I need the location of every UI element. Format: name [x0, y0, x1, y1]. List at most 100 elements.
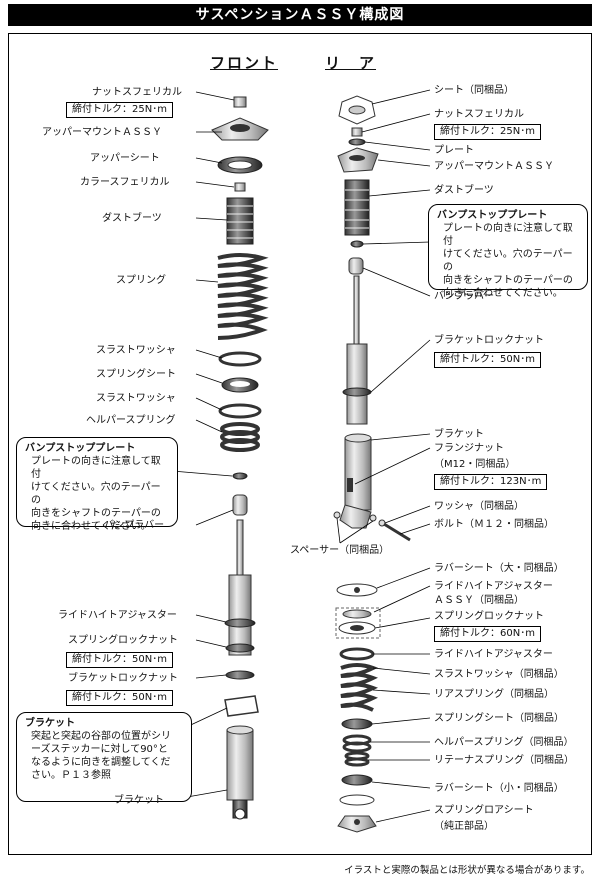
front-label-nut: ナットスフェリカル [92, 87, 182, 98]
rear-bracket-lock-torque-box: 締付トルク：50N･m [434, 352, 541, 368]
front-label-upper-mount: アッパーマウントＡＳＳＹ [42, 127, 162, 138]
front-label-dust-boots: ダストブーツ [102, 213, 162, 224]
rear-damper [342, 275, 372, 425]
rear-label-sheet: シート（同梱品） [434, 85, 514, 96]
rear-rubber-sheet-large [336, 583, 378, 597]
front-bracket-clip [224, 695, 259, 717]
front-collar [234, 182, 246, 192]
front-nut-spherical [233, 96, 247, 108]
rear-ride-height-dashed-box [335, 607, 381, 639]
front-label-spring: スプリング [116, 275, 166, 286]
front-bump-plate-note-line: プレートの向きに注意して取付 [31, 456, 161, 480]
rear-label-ride-height: ライドハイトアジャスター [434, 581, 553, 592]
front-upper-mount [211, 117, 269, 141]
rear-bump-plate-note-line: けてください。穴のテーパーの [443, 249, 573, 273]
rear-bolt-assembly [333, 511, 411, 542]
front-bump-plate-note: バンプストッププレート プレートの向きに注意して取付 けてください。穴のテーパー… [16, 437, 178, 532]
rear-label-dust-boots: ダストブーツ [434, 185, 494, 196]
front-damper [224, 519, 256, 680]
rear-label-upper-mount: アッパーマウントＡＳＳＹ [434, 161, 554, 172]
front-spring-sheet [221, 377, 259, 393]
front-label-thrust-washer-2: スラストワッシャ [96, 393, 176, 404]
rear-label-washer: ワッシャ（同梱品） [434, 501, 524, 512]
rear-bump-rubber [348, 257, 364, 275]
front-bracket-note: ブラケット 突起と突起の谷部の位置がシリ ーズステッカーに対して90°と なるよ… [16, 712, 192, 802]
rear-rubber-sheet-ring [339, 794, 375, 806]
front-label-thrust-washer-1: スラストワッシャ [96, 345, 176, 356]
front-bracket-note-title: ブラケット [25, 718, 75, 729]
diagram-frame [8, 33, 592, 855]
rear-rubber-sheet-small [341, 774, 373, 786]
front-label-upper-sheet: アッパーシート [90, 153, 160, 164]
rear-label-bump-rubber: バンプラバー [434, 291, 495, 302]
rear-label-helper-spring: ヘルパースプリング（同梱品） [434, 737, 574, 748]
page-title: サスペンションＡＳＳＹ構成図 [8, 4, 592, 26]
front-label-ride-height: ライドハイトアジャスター [58, 610, 177, 621]
front-bracket-note-line: ーズステッカーに対して90°と [31, 744, 168, 755]
front-label-helper-spring: ヘルパースプリング [86, 415, 176, 426]
rear-label-spring-lock-nut: スプリングロックナット [434, 611, 544, 622]
front-thrust-washer-1 [218, 351, 262, 367]
rear-upper-mount [337, 147, 379, 173]
front-bracket-note-line: 突起と突起の谷部の位置がシリ [31, 731, 171, 742]
disclaimer-text: イラストと実際の製品とは形状が異なる場合があります。 [344, 865, 590, 876]
rear-dust-boots [344, 179, 370, 236]
front-bracket-note-line: なるように向きを調整してくだ [31, 757, 171, 768]
front-label-spring-lock-nut: スプリングロックナット [68, 635, 178, 646]
rear-label-spacer: スペーサー（同梱品） [290, 545, 390, 556]
rear-bracket [339, 433, 372, 529]
front-label-collar: カラースフェリカル [80, 177, 170, 188]
rear-spring-sheet [341, 718, 373, 730]
rear-label-spring-lower-sheet: スプリングロアシート [434, 805, 534, 816]
rear-label-bracket-lock-nut: ブラケットロックナット [434, 335, 544, 346]
front-bracket-note-line: さい。Ｐ１３参照 [31, 770, 111, 781]
rear-bump-plate-note-line: プレートの向きに注意して取付 [443, 223, 573, 247]
rear-label-rear-spring: リアスプリング（同梱品） [434, 689, 554, 700]
rear-bump-plate [350, 240, 364, 248]
front-bracket-lock-torque-box: 締付トルク：50N･m [66, 690, 173, 706]
front-label-bracket-lock-nut: ブラケットロックナット [68, 673, 178, 684]
rear-label-thrust-washer: スラストワッシャ（同梱品） [434, 669, 564, 680]
front-label-bump-rubber: バンプラバー [104, 520, 165, 531]
rear-label-retainer-spring: リテーナスプリング（同梱品） [434, 755, 574, 766]
rear-label-spring-lower-sheet-sub: （純正部品） [434, 821, 494, 832]
front-bump-plate-note-title: バンプストッププレート [25, 443, 136, 454]
front-thrust-washer-2 [218, 403, 262, 419]
rear-label-rubber-sheet-small: ラバーシート（小・同梱品） [434, 783, 564, 794]
front-label-spring-sheet: スプリングシート [96, 369, 176, 380]
front-dust-boots [226, 197, 254, 245]
rear-label-nut: ナットスフェリカル [434, 109, 524, 120]
rear-label-ride-height-2: ライドハイトアジャスター [434, 649, 553, 660]
rear-spring [340, 663, 378, 712]
front-label-bracket: ブラケット [114, 795, 164, 806]
rear-leader-lines [336, 89, 431, 544]
rear-nut-torque-box: 締付トルク：25N･m [434, 124, 541, 140]
rear-bump-plate-note: バンプストッププレート プレートの向きに注意して取付 けてください。穴のテーパー… [428, 204, 588, 299]
front-bump-rubber [232, 494, 248, 516]
front-bump-plate-note-line: 向きに合わせてください。 [31, 521, 151, 532]
front-spring-lock-torque-box: 締付トルク：50N･m [66, 652, 173, 668]
rear-spring-lower-sheet [337, 815, 377, 833]
front-heading: フロント [210, 54, 279, 72]
front-bump-plate-note-line: けてください。穴のテーパーの [31, 482, 161, 506]
rear-bump-plate-note-title: バンプストッププレート [437, 210, 548, 221]
rear-label-rubber-sheet-large: ラバーシート（大・同梱品） [434, 563, 564, 574]
rear-label-flange-nut: フランジナット [434, 443, 504, 454]
rear-sheet [338, 95, 376, 125]
front-nut-torque-box: 締付トルク：25N･m [66, 102, 173, 118]
rear-thrust-washer [339, 647, 375, 661]
front-bump-plate-note-line: 向きをシャフトのテーパーの [31, 508, 161, 519]
rear-helper-spring [342, 734, 372, 753]
front-main-spring [217, 253, 269, 340]
rear-label-spring-sheet: スプリングシート（同梱品） [434, 713, 564, 724]
rear-label-plate: プレート [434, 145, 474, 156]
rear-plate [348, 138, 366, 146]
front-bracket [226, 725, 254, 820]
rear-spring-lock-torque-box: 締付トルク：60N･m [434, 626, 541, 642]
rear-lower-leader-lines [368, 567, 431, 823]
front-helper-spring [220, 422, 260, 452]
rear-heading: リ ア [325, 54, 377, 72]
front-bump-plate [232, 472, 248, 480]
front-upper-sheet [217, 156, 263, 174]
